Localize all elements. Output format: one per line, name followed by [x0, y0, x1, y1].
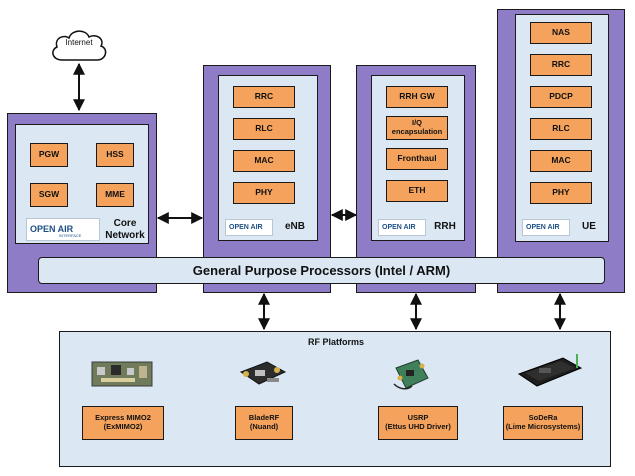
- openair-logo: OPEN AIR: [225, 219, 273, 236]
- internet-label: Internet: [65, 38, 93, 47]
- enb-panel: RRC RLC MAC PHY OPEN AIR eNB: [203, 65, 331, 293]
- ue-block-phy: PHY: [530, 182, 592, 204]
- rf-platforms-panel: RF Platforms Express MIMO2(ExMIMO2) Blad…: [59, 331, 611, 467]
- enb-block-rlc: RLC: [233, 118, 295, 140]
- rf-platform-usrp: USRP(Ettus UHD Driver): [378, 406, 458, 440]
- enb-block-phy: PHY: [233, 182, 295, 204]
- ue-label: UE: [582, 221, 596, 232]
- usrp-board-image: [393, 359, 429, 390]
- rrh-panel: RRH GW I/Q encapsulation Fronthaul ETH O…: [356, 65, 476, 293]
- internet-cloud-icon: [52, 30, 107, 61]
- ue-block-rrc: RRC: [530, 54, 592, 76]
- core-network-inner: PGW HSS SGW MME OPEN AIR INTERFACE Core …: [15, 124, 149, 244]
- rrh-block-rrh-gw: RRH GW: [386, 86, 448, 108]
- rrh-inner: RRH GW I/Q encapsulation Fronthaul ETH O…: [371, 75, 465, 241]
- rf-platform-exmimo2: Express MIMO2(ExMIMO2): [82, 406, 164, 440]
- rf-platform-bladerf: BladeRF(Nuand): [235, 406, 293, 440]
- openair-logo: OPEN AIR: [378, 219, 426, 236]
- enb-block-mac: MAC: [233, 150, 295, 172]
- rrh-block-eth: ETH: [386, 180, 448, 202]
- sodera-board-image: [517, 354, 583, 387]
- rrh-block-fronthaul: Fronthaul: [386, 148, 448, 170]
- rrh-label: RRH: [434, 221, 456, 232]
- exmimo2-board-image: [91, 361, 153, 387]
- enb-label: eNB: [284, 221, 305, 232]
- ue-block-rlc: RLC: [530, 118, 592, 140]
- rrh-block-iq-encapsulation: I/Q encapsulation: [386, 116, 448, 140]
- bladerf-board-image: [239, 361, 287, 385]
- openair-logo: OPEN AIR: [522, 219, 570, 236]
- core-network-label: Core Network: [105, 218, 145, 241]
- rf-platforms-title: RF Platforms: [307, 337, 364, 347]
- ue-panel: NAS RRC PDCP RLC MAC PHY OPEN AIR UE: [497, 9, 625, 293]
- core-block-sgw: SGW: [30, 183, 68, 207]
- enb-inner: RRC RLC MAC PHY OPEN AIR eNB: [218, 75, 318, 241]
- core-block-pgw: PGW: [30, 143, 68, 167]
- ue-block-pdcp: PDCP: [530, 86, 592, 108]
- gpp-bar: General Purpose Processors (Intel / ARM): [38, 257, 605, 284]
- openair-logo: OPEN AIR INTERFACE: [26, 218, 100, 241]
- ue-block-nas: NAS: [530, 22, 592, 44]
- core-block-mme: MME: [96, 183, 134, 207]
- enb-block-rrc: RRC: [233, 86, 295, 108]
- ue-inner: NAS RRC PDCP RLC MAC PHY OPEN AIR UE: [515, 14, 609, 242]
- core-network-panel: PGW HSS SGW MME OPEN AIR INTERFACE Core …: [7, 113, 157, 293]
- rf-platform-sodera: SoDeRa(Lime Microsystems): [503, 406, 583, 440]
- core-block-hss: HSS: [96, 143, 134, 167]
- ue-block-mac: MAC: [530, 150, 592, 172]
